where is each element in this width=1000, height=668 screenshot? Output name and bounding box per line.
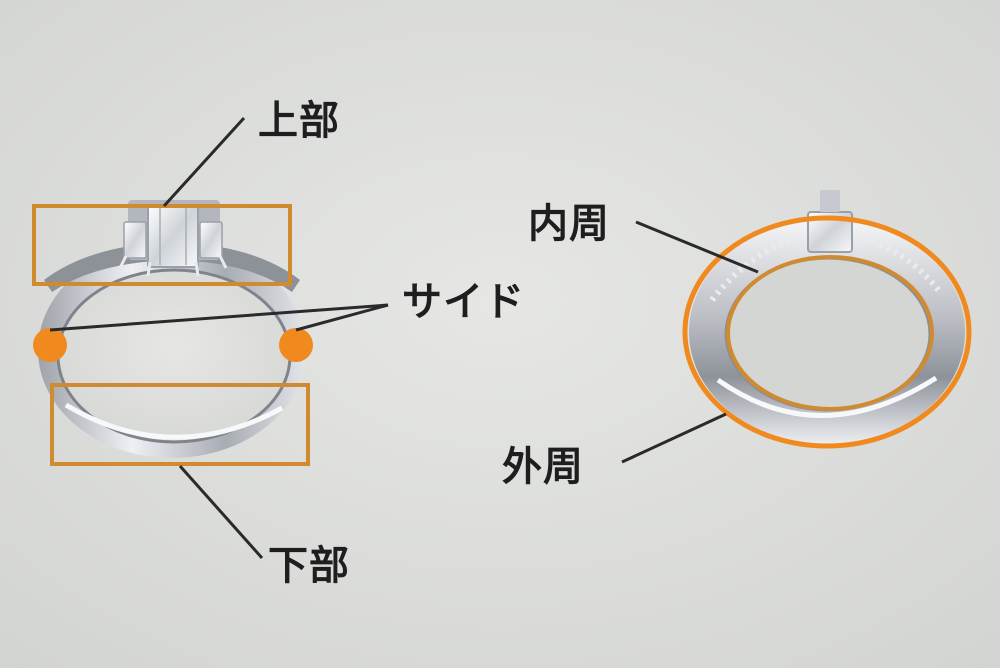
- side-marker-left: [33, 328, 67, 362]
- left-ring-side-stone: [199, 221, 223, 259]
- side-leader-line-right: [295, 303, 389, 332]
- left-ring-lower-shine: [64, 402, 284, 440]
- label-top: 上部: [258, 98, 340, 144]
- top-region-box: [32, 204, 292, 286]
- label-outer: 外周: [502, 444, 584, 490]
- outer-leader-line: [621, 412, 727, 464]
- right-ring-hole: [726, 258, 930, 410]
- outer-circumference-outline: [682, 215, 972, 449]
- right-ring-lower-shine: [716, 375, 938, 418]
- inner-circumference-outline: [726, 255, 934, 411]
- left-ring: [38, 200, 306, 458]
- label-inner: 内周: [528, 201, 610, 247]
- bottom-region-box: [50, 383, 310, 466]
- left-ring-shoulder: [44, 242, 300, 292]
- side-leader-line-left: [49, 303, 389, 332]
- left-ring-side-stone: [123, 221, 147, 259]
- side-marker-right: [279, 328, 313, 362]
- right-ring-stone-tip: [820, 190, 840, 212]
- left-prong: [146, 261, 152, 277]
- left-ring-center-stone: [147, 204, 199, 268]
- bottom-leader-line: [178, 465, 264, 559]
- top-leader-line: [162, 116, 246, 208]
- left-prong: [118, 255, 128, 269]
- label-side: サイド: [402, 279, 525, 325]
- left-prong: [194, 261, 200, 277]
- left-ring-hole: [58, 270, 290, 442]
- left-prong: [218, 255, 228, 269]
- inner-leader-line: [635, 220, 759, 274]
- label-bottom: 下部: [268, 543, 350, 589]
